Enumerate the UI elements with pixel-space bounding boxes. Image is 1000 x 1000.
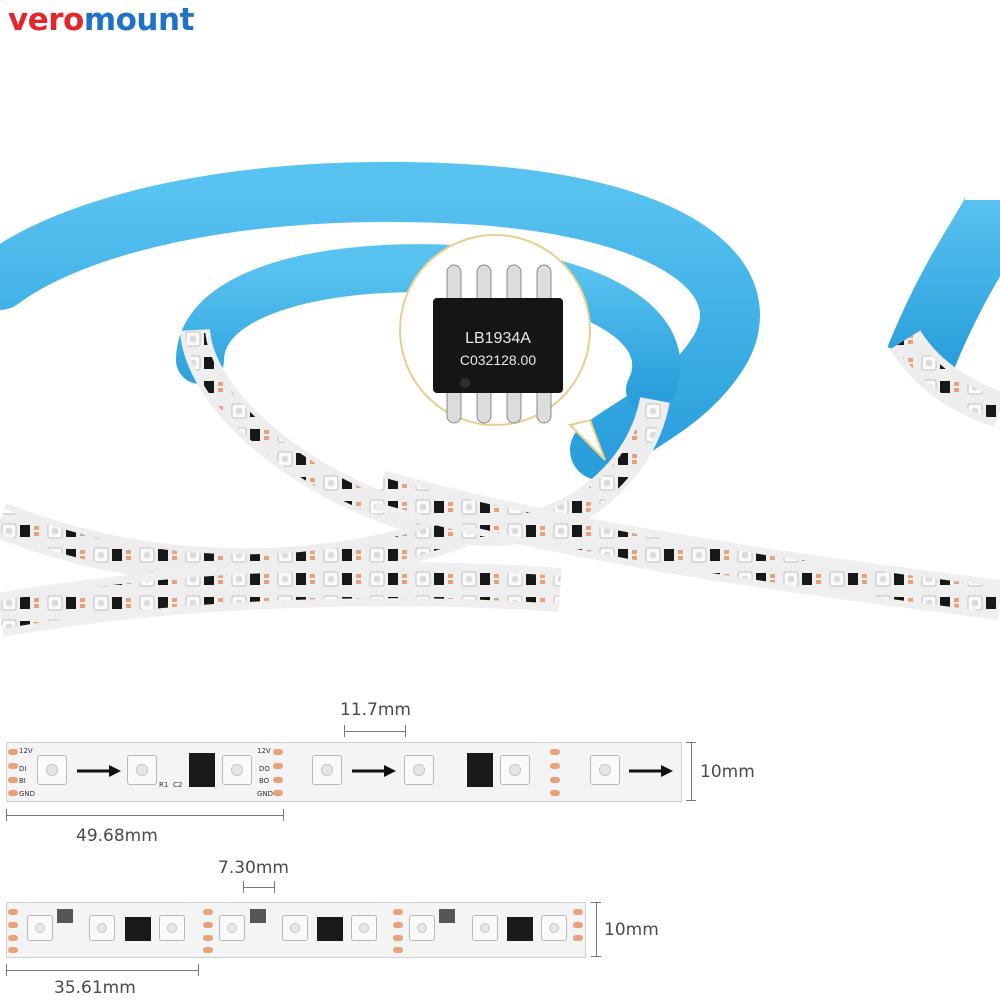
label-12v: 12V: [19, 747, 33, 755]
arrow-right-icon: [77, 765, 121, 777]
ic-chip: [57, 909, 73, 923]
led-5050: [351, 915, 377, 941]
strip2-width-line: [596, 902, 597, 956]
led-5050: [472, 915, 498, 941]
strip1-width-line: [691, 742, 692, 800]
strip2-cut-line: [6, 970, 199, 971]
strip1-cut-label: 49.68mm: [76, 826, 158, 846]
strip1-diagram: 12V DI BI GND R1 C2 12V DO BO GND: [6, 742, 682, 802]
ic-chip: [467, 753, 493, 787]
backing-outer: [0, 161, 760, 480]
led-5050: [541, 915, 567, 941]
label-12v: 12V: [257, 747, 271, 755]
arrow-right-icon: [352, 765, 396, 777]
led-5050: [219, 915, 245, 941]
arrow-right-icon: [629, 765, 673, 777]
chip-callout: [399, 234, 606, 461]
led-5050: [27, 915, 53, 941]
label-gnd: GND: [257, 790, 274, 798]
ic-chip: [125, 917, 151, 941]
label-gnd: GND: [19, 790, 36, 798]
led-5050: [282, 915, 308, 941]
strip1-cut-line: [6, 815, 284, 816]
led-5050: [159, 915, 185, 941]
label-r1: R1: [159, 781, 169, 789]
ic-chip: [189, 753, 215, 787]
label-bo: BO: [259, 777, 270, 785]
led-5050: [127, 755, 157, 785]
brand-logo-part2: mount: [83, 2, 195, 38]
led-5050: [312, 755, 342, 785]
led-5050: [409, 915, 435, 941]
led-5050: [89, 915, 115, 941]
strip2-width-label: 10mm: [604, 920, 659, 940]
label-bi: BI: [19, 777, 26, 785]
led-5050: [37, 755, 67, 785]
led-5050: [222, 755, 252, 785]
reel-right: [887, 193, 1000, 374]
chip-code-text: C032128.00: [459, 352, 537, 368]
label-di: DI: [19, 765, 27, 773]
ic-chip: [439, 909, 455, 923]
strip1-width-label: 10mm: [700, 762, 755, 782]
ic-chip: [317, 917, 343, 941]
strip1-spacing-label: 11.7mm: [340, 700, 411, 720]
strip2-spacing-line: [243, 887, 275, 888]
brand-logo-part1: vero: [8, 2, 84, 38]
ic-chip: [507, 917, 533, 941]
strip2-cut-label: 35.61mm: [54, 978, 136, 998]
led-strip-photo: [0, 161, 1000, 637]
ic-chip: [250, 909, 266, 923]
label-c2: C2: [173, 781, 183, 789]
chip-model-text: LB1934A: [465, 330, 531, 347]
brand-logo: veromount: [8, 2, 194, 38]
strip1-spacing-line: [344, 731, 406, 732]
led-5050: [404, 755, 434, 785]
led-5050: [500, 755, 530, 785]
strip2-spacing-label: 7.30mm: [218, 858, 289, 878]
label-do: DO: [259, 765, 270, 773]
strip2-diagram: [6, 902, 586, 958]
led-5050: [590, 755, 620, 785]
